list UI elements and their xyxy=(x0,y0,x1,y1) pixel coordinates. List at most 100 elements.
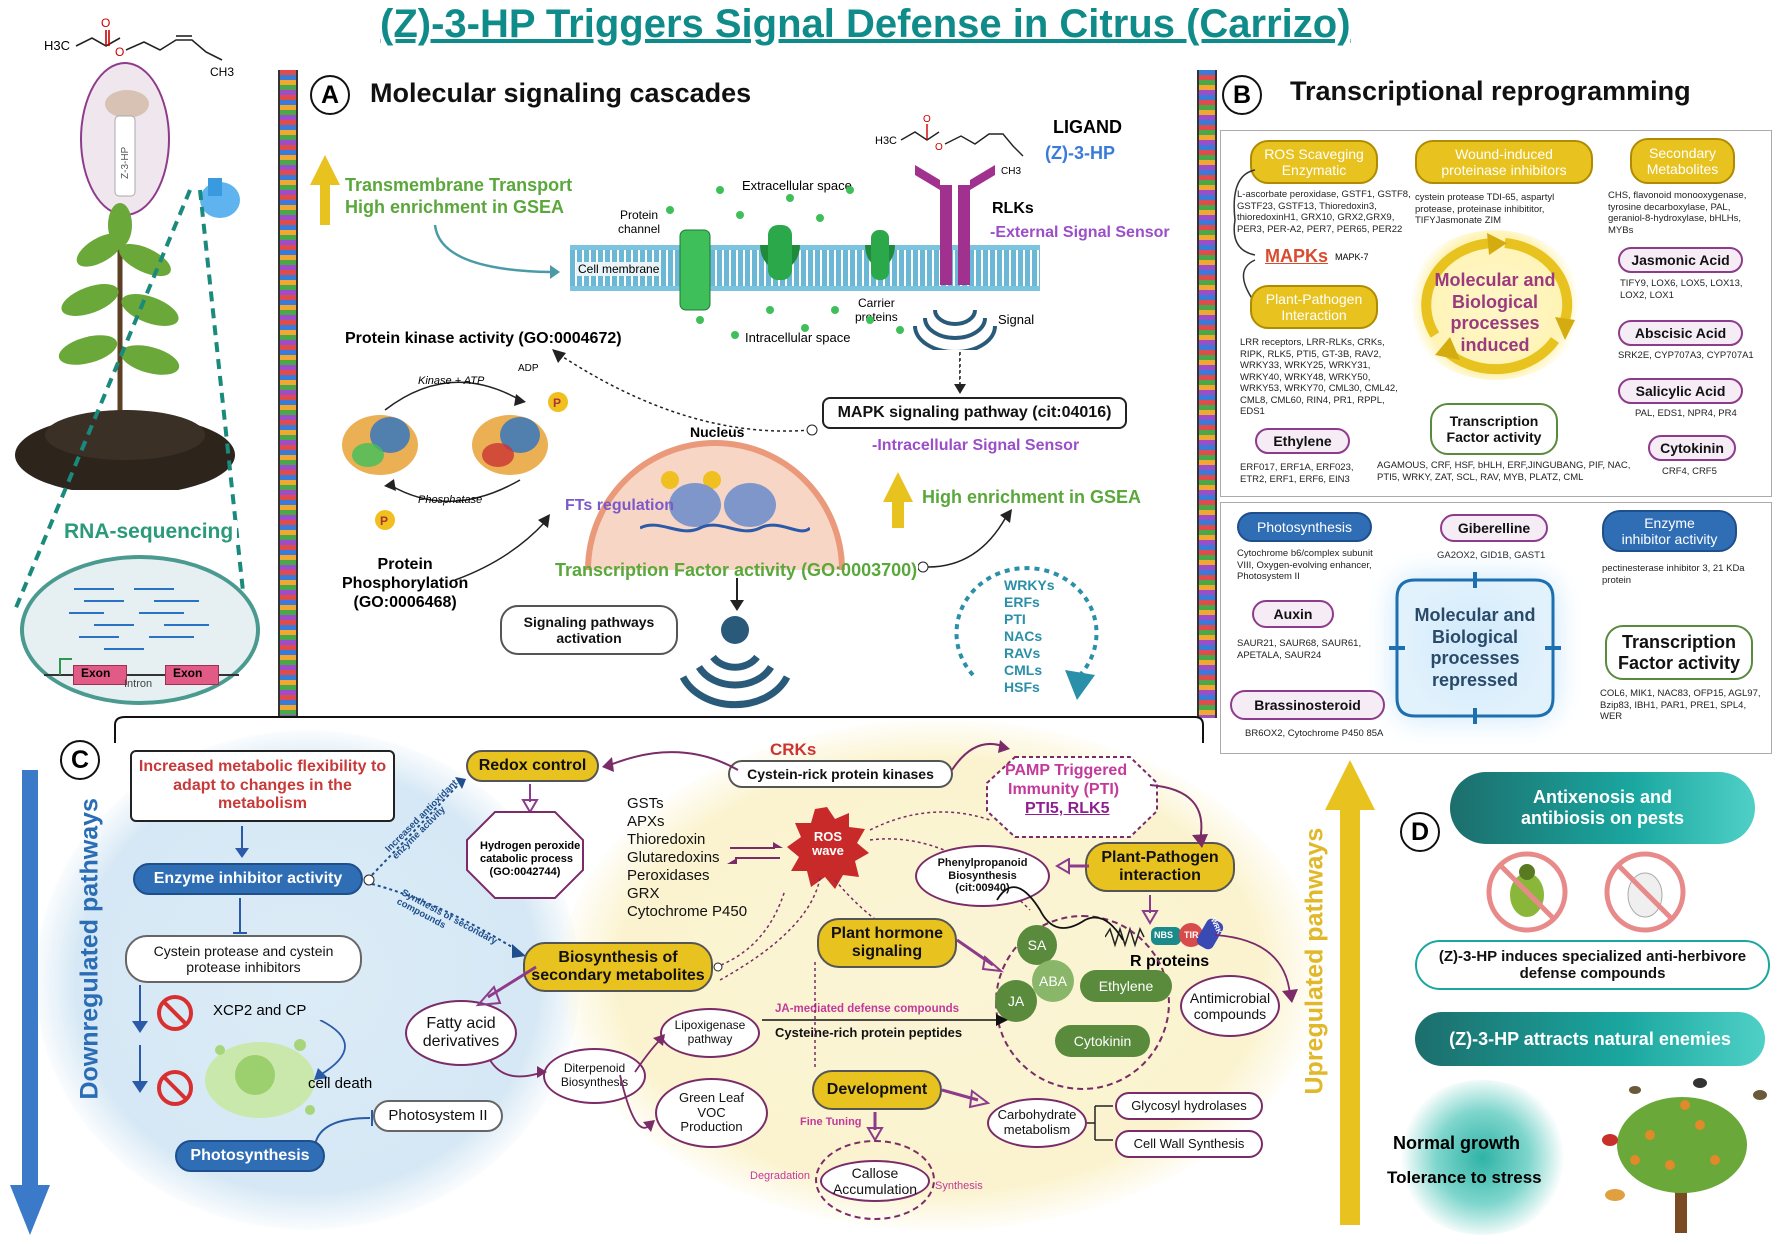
wound-inhibitors-pill: Wound-induced proteinase inhibitors xyxy=(1415,140,1593,184)
jasmonic-acid-pill: Jasmonic Acid xyxy=(1618,247,1743,273)
jasmonic-genes: TIFY9, LOX6, LOX5, LOX13, LOX2, LOX1 xyxy=(1620,278,1743,301)
kinase-cycle: P P xyxy=(342,381,568,530)
induces-box: (Z)-3-HP induces specialized anti-herbiv… xyxy=(1415,940,1770,990)
pp-to-phenyl-arrow xyxy=(1055,858,1089,875)
up-big-arrow-icon xyxy=(1325,760,1375,1225)
rna-seq-label: RNA-sequencing xyxy=(60,520,238,544)
salicylic-genes: PAL, EDS1, NPR4, PR4 xyxy=(1635,408,1737,419)
plant-pathogen-pill: Plant-Pathogen Interaction xyxy=(1250,285,1378,329)
crks-to-pti-arrow xyxy=(951,740,1010,771)
pests-banned-icon xyxy=(1486,851,1686,933)
gsea-label: High enrichment in GSEA xyxy=(345,197,565,217)
enzyme-item: GSTs xyxy=(627,795,664,812)
up-arrow-icon xyxy=(310,155,340,225)
ligand-name: (Z)-3-HP xyxy=(1045,143,1115,163)
rlks-label: RLKs xyxy=(992,200,1034,217)
high-gsea-label: High enrichment in GSEA xyxy=(922,487,1142,507)
diterpenoid-box: Diterpenoid Biosynthesis xyxy=(543,1048,646,1104)
glv-box: Green Leaf VOC Production xyxy=(655,1078,768,1148)
callose-box: Callose Accumulation xyxy=(820,1160,930,1202)
ethylene-oval: Ethylene xyxy=(1080,970,1172,1002)
panel-a-label: A xyxy=(310,75,350,115)
page-title: (Z)-3-HP Triggers Signal Defense in Citr… xyxy=(380,2,1351,46)
ethylene-pill: Ethylene xyxy=(1255,428,1350,454)
r-to-antimicrobial-arrow xyxy=(1214,934,1298,1003)
exon-box-2 xyxy=(165,665,219,685)
molecule-structure: H3C O O CH3 xyxy=(40,12,240,87)
cell-oval xyxy=(20,555,260,705)
hormone-arrow xyxy=(956,938,1005,973)
adp-label: ADP xyxy=(518,363,539,374)
tf-item: PTI xyxy=(1004,611,1026,627)
giberelline-genes: GA2OX2, GID1B, GAST1 xyxy=(1437,550,1546,561)
tf-activity-label: Transcription Factor activity (GO:000370… xyxy=(555,560,918,580)
svg-text:H3C: H3C xyxy=(875,135,897,147)
signaling-activation-box: Signaling pathways activation xyxy=(500,605,678,655)
intracellular-sensor-label: -Intracellular Signal Sensor xyxy=(872,437,1080,454)
pti-label-2: Immunity (PTI) xyxy=(1008,781,1120,798)
fatty-connections xyxy=(489,1034,665,1132)
svg-text:P: P xyxy=(380,514,388,528)
tf-up-genes: AGAMOUS, CRF, HSF, bHLH, ERF,JINGUBANG, … xyxy=(1377,460,1631,483)
plant-pathogen-pill: Plant-Pathogen interaction xyxy=(1085,842,1235,892)
tf-item: WRKYs xyxy=(1004,577,1055,593)
abscisic-genes: SRK2E, CYP707A3, CYP707A1 xyxy=(1618,350,1754,361)
crks-label: CRKs xyxy=(770,740,817,759)
xcp2-label: XCP2 and CP xyxy=(213,1002,307,1019)
transport-arrow xyxy=(433,224,560,279)
tube-image: Z-3-HP xyxy=(80,62,170,216)
protein-structure-icon xyxy=(342,415,548,475)
enzyme-item: APXs xyxy=(627,813,665,830)
rlk-receptor-icon xyxy=(913,165,997,350)
enzyme-inhibit-line xyxy=(233,898,247,934)
photosynthesis-pill: Photosynthesis xyxy=(175,1140,325,1172)
crks-to-redox-arrow xyxy=(602,751,739,772)
development-pill: Development xyxy=(812,1070,942,1110)
gsea-up-arrow-icon xyxy=(883,472,913,528)
biosynthesis-pill: Biosynthesis of secondary metabolites xyxy=(523,942,713,992)
panel-d-label: D xyxy=(1400,812,1440,852)
tf-item: HSFs xyxy=(1004,679,1040,695)
svg-text:CH3: CH3 xyxy=(210,65,234,79)
r-protein-icon xyxy=(1105,918,1224,950)
equilibrium-arrow xyxy=(727,842,783,864)
h2o2-label: Hydrogen peroxide catabolic process (GO:… xyxy=(480,840,581,879)
enzyme-list: GSTs APXs Thioredoxin Glutaredoxins Pero… xyxy=(627,795,747,921)
salicylic-acid-pill: Salicylic Acid xyxy=(1618,378,1743,404)
carbohydrate-box: Carbohydrate metabolism xyxy=(987,1098,1087,1148)
tf-list: WRKYs ERFs PTI NACs RAVs CMLs HSFs xyxy=(1004,577,1064,696)
brassino-genes: BR6OX2, Cytochrome P450 85A xyxy=(1245,728,1384,739)
cytokinin-pill: Cytokinin xyxy=(1648,435,1736,461)
sprayer-icon xyxy=(190,168,250,228)
photosystem-box: Photosystem II xyxy=(373,1100,503,1132)
panel-c-label: C xyxy=(60,740,100,780)
repressed-center-label: Molecular and Biological processes repre… xyxy=(1414,605,1536,690)
zoom-lines xyxy=(13,189,247,611)
attracts-banner: (Z)-3-HP attracts natural enemies xyxy=(1415,1012,1765,1066)
cytokinin-oval: Cytokinin xyxy=(1055,1025,1150,1057)
chromatin-icon xyxy=(640,471,810,533)
extracellular-label: Extracellular space xyxy=(742,178,852,193)
svg-text:Z-3-HP: Z-3-HP xyxy=(120,146,131,179)
ros-wave-icon xyxy=(787,807,869,889)
pp-to-r-arrow xyxy=(1141,895,1159,925)
svg-text:O: O xyxy=(115,45,124,59)
increased-flex-box: Increased metabolic flexibility to adapt… xyxy=(130,750,395,822)
redox-control-pill: Redox control xyxy=(466,750,599,782)
exon-label-1: Exon xyxy=(81,666,111,680)
pti-label-1: PAMP Triggered xyxy=(1005,762,1128,779)
dead-cell-icon xyxy=(205,1020,346,1118)
tree-insects-icon xyxy=(1602,1078,1767,1233)
wound-genes: cystein protease TDI-65, aspartyl protea… xyxy=(1415,192,1555,227)
downregulated-label: Downregulated pathways xyxy=(75,798,104,1100)
blocked-arrows xyxy=(132,985,193,1106)
glycosyl-box: Glycosyl hydrolases xyxy=(1115,1092,1263,1120)
phosphorylation-arrow xyxy=(454,514,550,581)
phenylpropanoid-box: Phenylpropanoid Biosynthesis (cit:00940) xyxy=(915,845,1050,907)
ros-scavenging-pill: ROS Scaveging Enzymatic xyxy=(1250,140,1378,184)
intron-label: Intron xyxy=(124,678,153,690)
panel-b-lower-box xyxy=(1220,502,1772,754)
hormone-wire xyxy=(996,886,1124,941)
panel-b-upper-box xyxy=(1220,130,1772,497)
kinase-atp-label: Kinase + ATP xyxy=(418,375,485,387)
